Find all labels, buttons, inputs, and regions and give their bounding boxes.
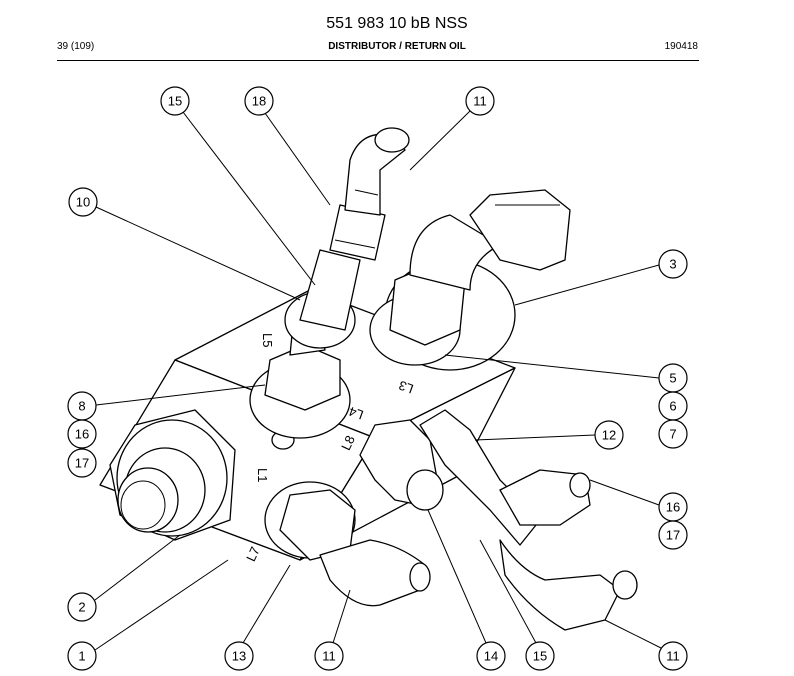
port-label-l3: L3	[397, 378, 416, 397]
callout-7: 7	[658, 419, 688, 449]
return-hose-column	[284, 127, 410, 349]
svg-text:5: 5	[669, 371, 676, 386]
callout-15-top: 15	[160, 86, 190, 116]
callout-6: 6	[658, 391, 688, 421]
callout-11-bottom-right: 11	[658, 641, 688, 671]
callout-8: 8	[67, 391, 97, 421]
svg-text:3: 3	[669, 257, 676, 272]
callout-11-bottom-left: 11	[314, 641, 344, 671]
svg-text:8: 8	[78, 399, 85, 414]
svg-text:16: 16	[666, 500, 680, 515]
svg-text:18: 18	[252, 94, 266, 109]
svg-text:13: 13	[232, 649, 246, 664]
callout-11-top: 11	[465, 86, 495, 116]
callout-15-bottom: 15	[525, 641, 555, 671]
port-label-l1: L1	[255, 468, 270, 482]
svg-text:16: 16	[75, 427, 89, 442]
svg-text:1: 1	[78, 649, 85, 664]
section-title: DISTRIBUTOR / RETURN OIL	[328, 41, 466, 52]
svg-text:6: 6	[669, 399, 676, 414]
callout-17-left: 17	[67, 448, 97, 478]
svg-text:17: 17	[666, 528, 680, 543]
svg-text:14: 14	[484, 649, 498, 664]
svg-text:7: 7	[669, 427, 676, 442]
svg-text:11: 11	[666, 649, 680, 664]
document-code: 190418	[664, 41, 698, 52]
callout-16-right: 16	[658, 492, 688, 522]
callout-16-left: 16	[67, 419, 97, 449]
callout-5: 5	[658, 363, 688, 393]
leader-lines	[94, 110, 666, 651]
svg-text:2: 2	[78, 600, 85, 615]
callout-14: 14	[476, 641, 506, 671]
port-label-l8: L8	[338, 433, 358, 452]
callout-12: 12	[594, 420, 624, 450]
port-label-l5: L5	[260, 333, 275, 347]
page-number: 39 (109)	[57, 41, 95, 52]
elbow-fitting-l3	[369, 189, 571, 371]
callout-17-right: 17	[658, 520, 688, 550]
callout-18: 18	[244, 86, 274, 116]
svg-text:12: 12	[602, 428, 616, 443]
plug-fitting-l8	[359, 419, 444, 511]
svg-text:15: 15	[533, 649, 547, 664]
svg-text:10: 10	[76, 195, 90, 210]
callout-10: 10	[68, 187, 98, 217]
callout-1: 1	[67, 641, 97, 671]
svg-text:17: 17	[75, 456, 89, 471]
callout-3: 3	[658, 249, 688, 279]
bottom-hose-l7	[264, 481, 431, 607]
port-label-l7: L7	[243, 544, 263, 563]
callout-13: 13	[224, 641, 254, 671]
svg-text:11: 11	[322, 649, 336, 664]
port-label-l4: L4	[347, 404, 366, 423]
svg-text:15: 15	[168, 94, 182, 109]
header-rule	[57, 60, 699, 61]
svg-text:11: 11	[473, 94, 487, 109]
right-hose-assembly	[419, 409, 638, 631]
callout-2: 2	[67, 592, 97, 622]
document-title: 551 983 10 bB NSS	[326, 15, 468, 32]
